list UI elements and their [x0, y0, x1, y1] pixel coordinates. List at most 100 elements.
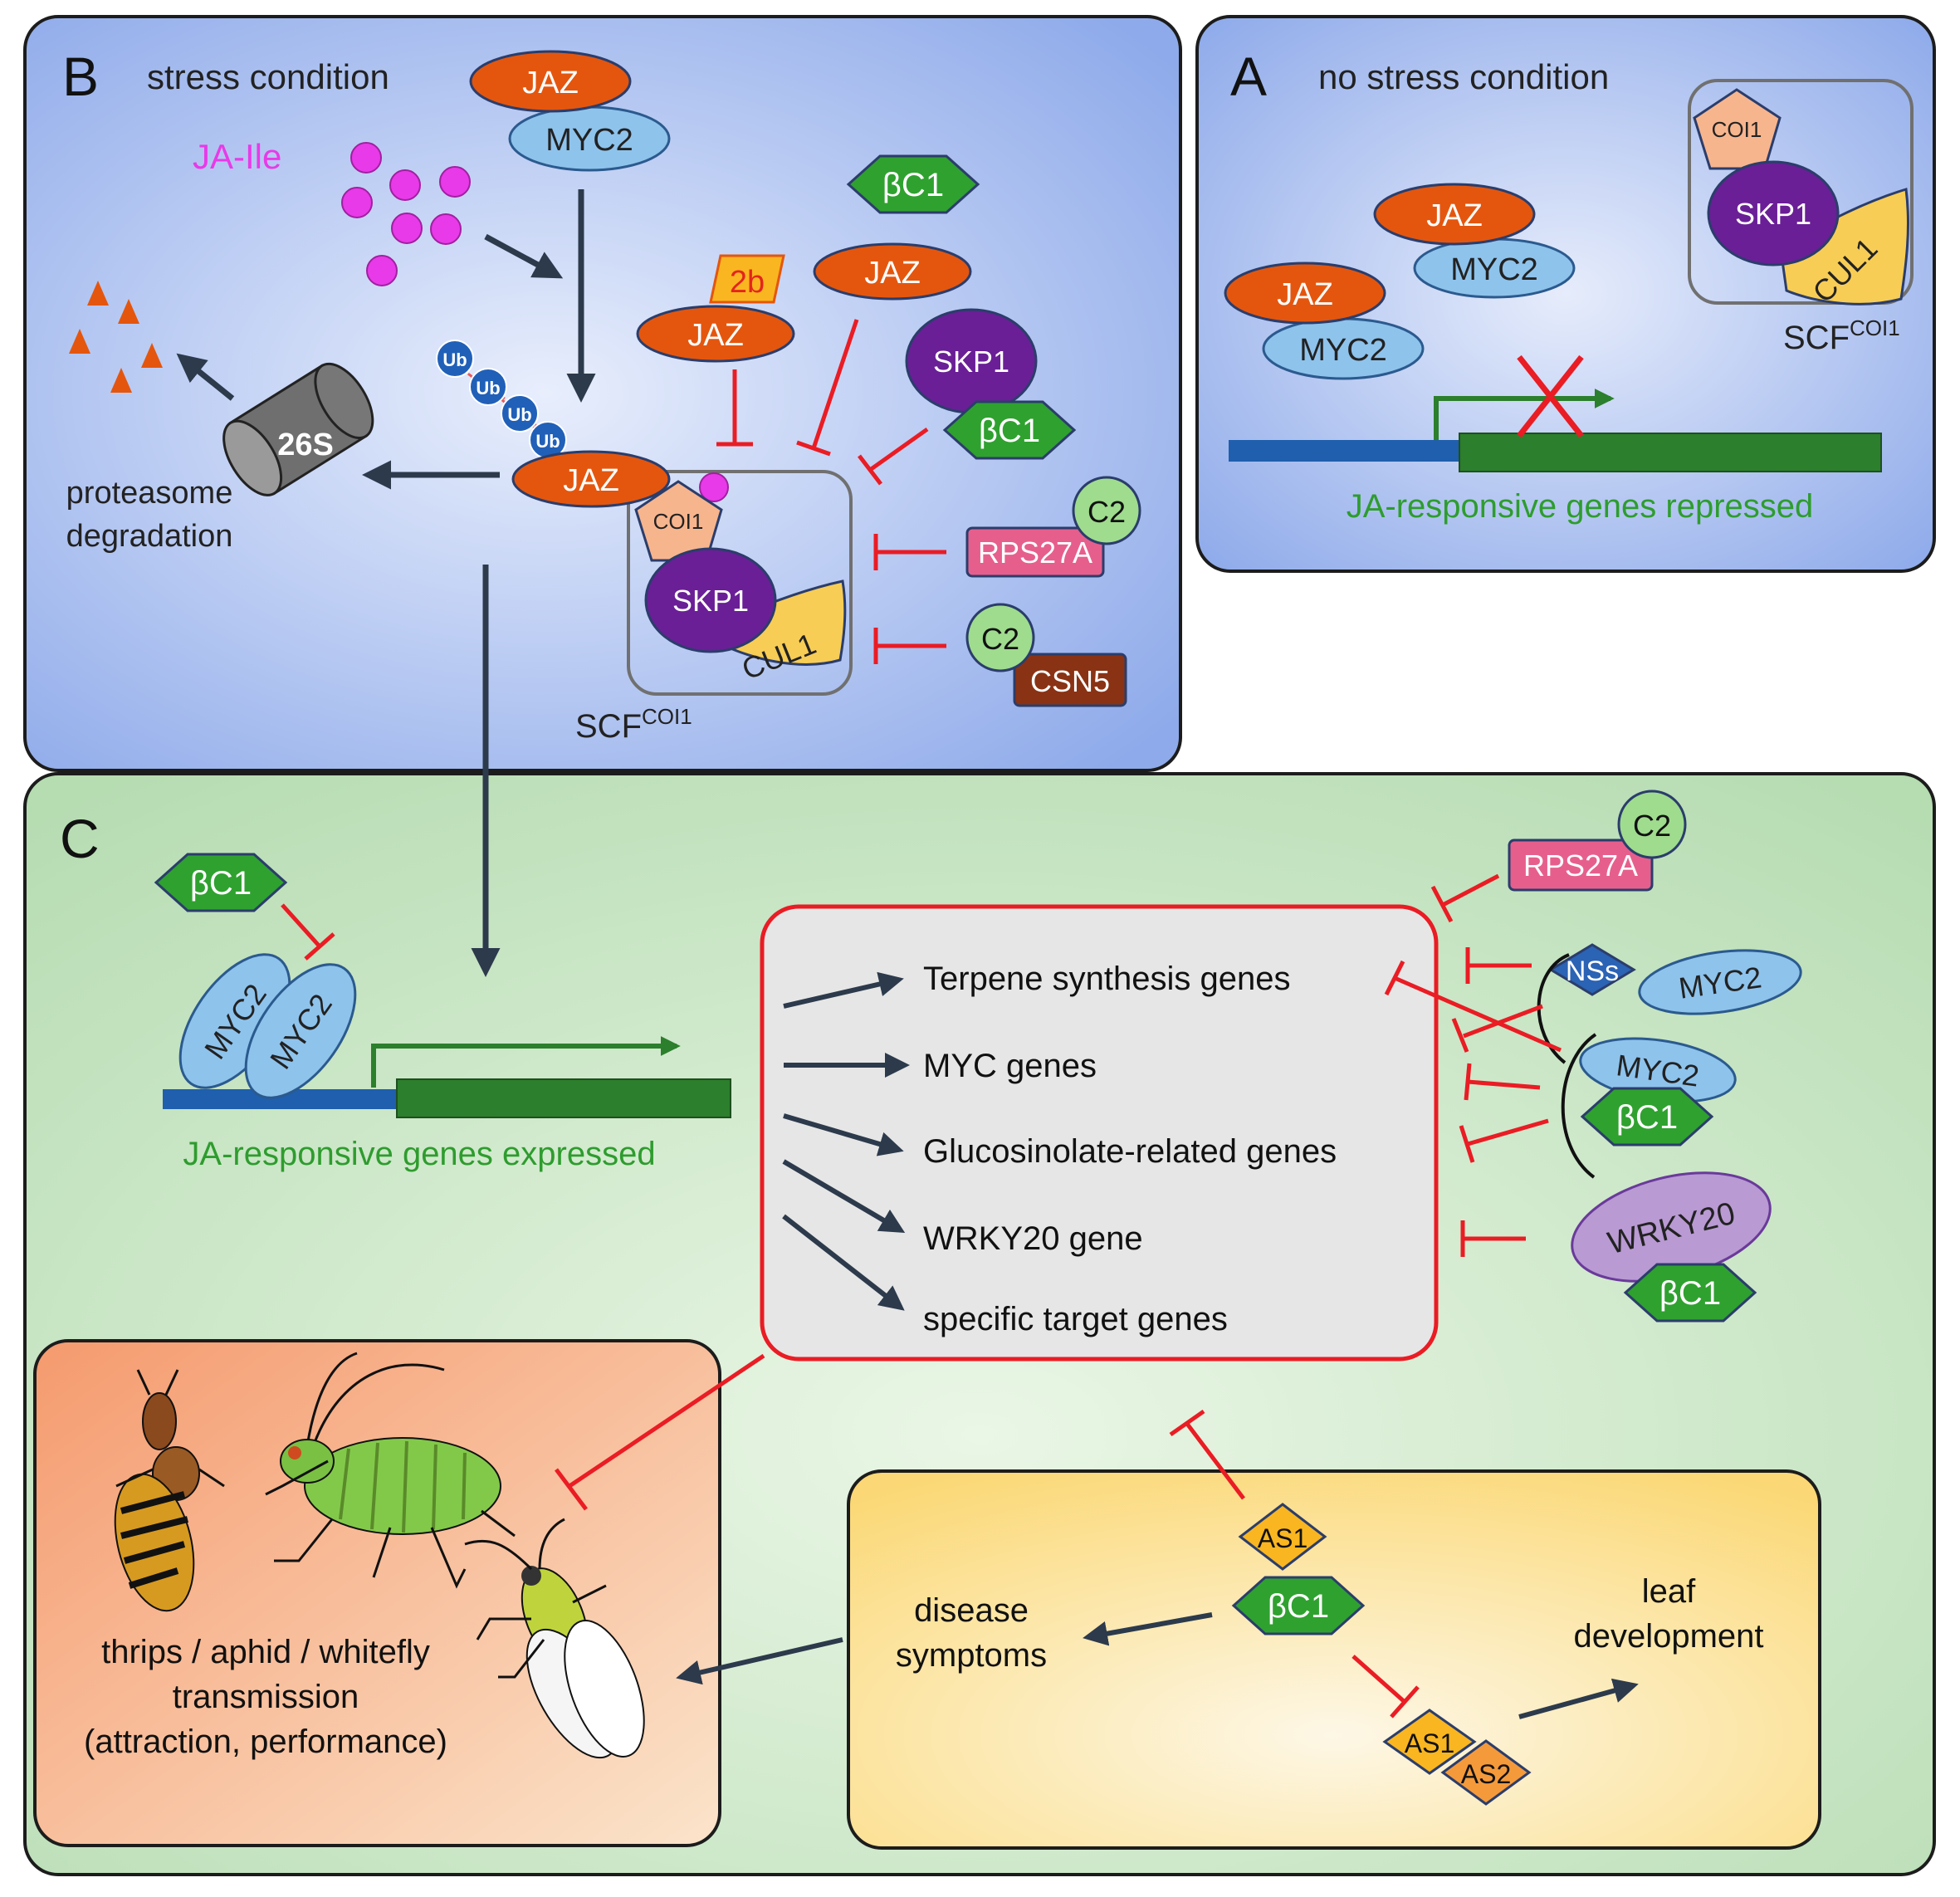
as2-label: AS2	[1461, 1759, 1511, 1789]
csn5	[1013, 653, 1127, 707]
bc1-c-label: βC1	[190, 865, 252, 902]
c2-c	[1617, 790, 1687, 859]
bc1-myc2-label: βC1	[1616, 1099, 1678, 1136]
panel-c: C βC1 MYC2 MYC2 JA-responsive genes expr…	[23, 565, 1936, 1876]
blocked-x-2	[1517, 354, 1584, 438]
rps27a-b-label: RPS27A	[978, 535, 1092, 570]
bc1-as1	[1231, 1576, 1366, 1635]
ub-label-2: Ub	[476, 378, 500, 398]
insect-box	[33, 1339, 721, 1847]
genes-repressed-label: JA-responsive genes repressed	[1347, 488, 1814, 525]
skp1-b	[644, 547, 777, 653]
skp1-a-label: SKP1	[1735, 197, 1811, 231]
myc2-top-label: MYC2	[545, 123, 633, 158]
tss-arrow-c	[371, 1036, 681, 1088]
target-gene-3: WRKY20 gene	[923, 1220, 1143, 1257]
csn5-label: CSN5	[1030, 664, 1110, 698]
skp1-b-label: SKP1	[672, 584, 749, 618]
bc1-jaz	[846, 154, 980, 214]
c2-c-label: C2	[1633, 809, 1671, 843]
skp1-bc1-label: SKP1	[933, 345, 1009, 379]
inhibit-bc1-skp1-bar	[858, 454, 882, 486]
target-gene-0: Terpene synthesis genes	[923, 961, 1291, 997]
jaz-a-1-label: JAZ	[1426, 198, 1483, 233]
ja-ile-arrow	[484, 233, 564, 279]
panel-b-letter: B	[62, 46, 99, 107]
jaz-a-1	[1373, 183, 1536, 246]
viral-2b-label: 2b	[730, 265, 765, 300]
jaz-bc1	[813, 242, 972, 301]
panel-b-title: stress condition	[147, 57, 389, 96]
proteasome-26s	[222, 362, 374, 496]
aphid-drawing	[265, 1352, 516, 1589]
as2	[1440, 1739, 1532, 1806]
degradation-label-2: degradation	[66, 519, 233, 554]
myc2-nss	[1638, 949, 1802, 1015]
rps27a-b	[965, 526, 1105, 578]
leaf-label-1: leaf	[1642, 1573, 1696, 1610]
jaz-2b-label: JAZ	[687, 318, 744, 353]
myc2-bc1-bracket	[1561, 1033, 1597, 1179]
bc1-to-disease-arrow	[1083, 1612, 1213, 1646]
inhibit-bc1-jaz-bar	[796, 440, 831, 457]
skp1-a	[1707, 160, 1840, 266]
genes-expressed-label: JA-responsive genes expressed	[183, 1136, 655, 1172]
as1-bottom-label: AS1	[1405, 1728, 1454, 1758]
disease-to-insects-arrow	[676, 1637, 843, 1685]
inhibit-as1-genes-bar	[1169, 1409, 1205, 1437]
disease-label-2: symptoms	[896, 1637, 1047, 1674]
proteasome-output-arrow	[176, 353, 235, 401]
c2-rps-b-label: C2	[1088, 495, 1126, 529]
nss	[1548, 943, 1636, 996]
as1-top-label: AS1	[1258, 1523, 1307, 1553]
jaz-center-label: JAZ	[563, 463, 619, 498]
gene-body-a	[1459, 433, 1882, 472]
jaz-a-2	[1224, 262, 1386, 325]
inhibit-as1-genes-stem	[1185, 1422, 1245, 1500]
bc1-wrky20	[1623, 1263, 1757, 1323]
thrips-drawing	[114, 1369, 225, 1612]
ja-ile-bound	[699, 472, 729, 502]
bc1-as1-label: βC1	[1268, 1588, 1329, 1625]
inhibit-bc1-skp1-stem	[868, 427, 929, 472]
panel-c-letter: C	[60, 808, 100, 869]
as1-top	[1238, 1503, 1327, 1571]
inhibit-rps27a-c-bar	[1430, 885, 1454, 923]
panel-a-letter: A	[1230, 46, 1267, 107]
scf-box-b	[627, 470, 853, 696]
target-gene-2: Glucosinolate-related genes	[923, 1133, 1337, 1170]
bc1-c	[154, 853, 288, 912]
nss-bracket	[1537, 953, 1570, 1064]
disease-label-1: disease	[914, 1592, 1029, 1629]
jaz-2b	[636, 305, 795, 363]
nss-label: NSs	[1566, 956, 1619, 987]
gene-body-c	[396, 1078, 731, 1118]
bc1-wrky20-label: βC1	[1659, 1275, 1721, 1312]
panel-b: B stress condition JA-Ile MYC2 JAZ	[23, 15, 1182, 772]
inhibit-rps27a-c-stem	[1441, 873, 1500, 907]
scf-label-a: SCFCOI1	[1783, 315, 1900, 356]
scf-label-b: SCFCOI1	[575, 704, 692, 745]
rps27a-c-label: RPS27A	[1523, 848, 1638, 882]
inhibit-bc1-jaz-stem	[811, 319, 859, 449]
jaz-a-2-label: JAZ	[1277, 277, 1333, 312]
insects-label-1: thrips / aphid / whitefly	[101, 1634, 430, 1670]
myc2-a-2-label: MYC2	[1299, 333, 1387, 368]
peptide-fragments	[69, 281, 163, 393]
as-to-leaf-arrow	[1518, 1678, 1639, 1719]
bc1-skp1	[942, 400, 1077, 460]
proteasome-label: 26S	[277, 428, 334, 462]
inhibit-bc1-myc2-bar	[304, 932, 335, 961]
bc1-jaz-label: βC1	[882, 167, 944, 203]
bc1-myc2	[1580, 1087, 1714, 1147]
ub-label-3: Ub	[507, 404, 531, 425]
ja-ile-molecules	[341, 142, 471, 286]
myc2-a-1-label: MYC2	[1450, 252, 1538, 287]
myc2-c-b	[244, 963, 357, 1099]
leaf-label-2: development	[1573, 1618, 1763, 1655]
inhibit-genes-insects-bar	[555, 1468, 588, 1511]
scf-box-a	[1688, 79, 1914, 305]
inhibit-genes-insects-stem	[568, 1353, 765, 1489]
jaz-top	[469, 50, 632, 113]
